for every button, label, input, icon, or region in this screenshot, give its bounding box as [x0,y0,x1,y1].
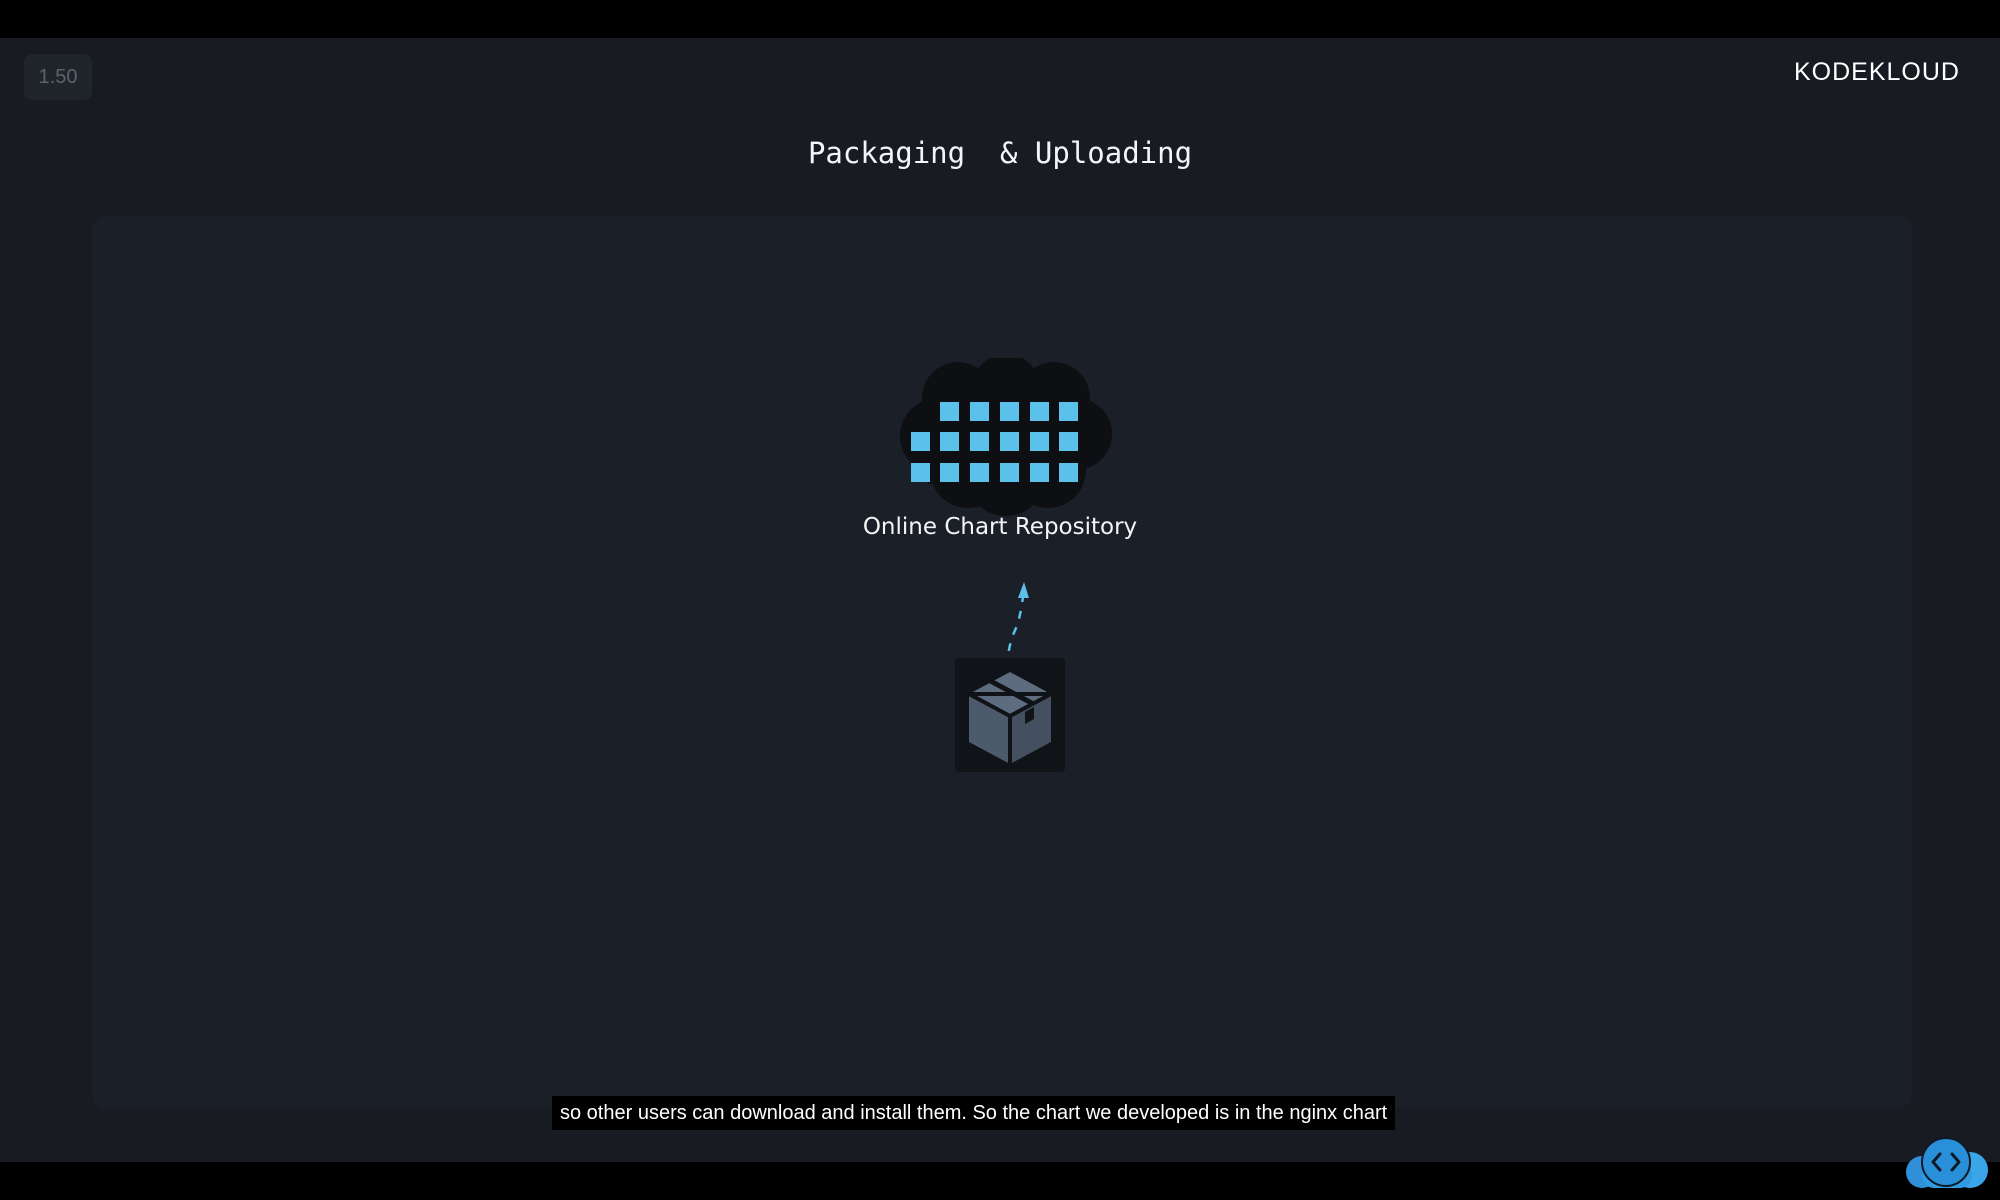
playback-speed-badge[interactable]: 1.50 [24,54,92,100]
subtitle-caption: so other users can download and install … [552,1096,1396,1130]
repository-label-text: Online Chart Repository [862,514,1138,540]
svg-text:KODEKLOUD: KODEKLOUD [1794,58,1960,86]
code-cloud-icon[interactable] [1900,1136,1990,1192]
slide-title: Packaging & Uploading [807,136,1193,170]
dashed-arrow-up-icon [1006,582,1029,669]
cloud-grid-icon [900,358,1112,516]
repository-label: Online Chart Repository [0,514,2000,540]
package-box-icon [968,672,1052,764]
kodekloud-logo: KODEKLOUD [1794,58,1960,86]
video-frame: 1.50 KODEKLOUD Packaging & Uploading [0,38,2000,1188]
chart-package [955,658,1065,772]
